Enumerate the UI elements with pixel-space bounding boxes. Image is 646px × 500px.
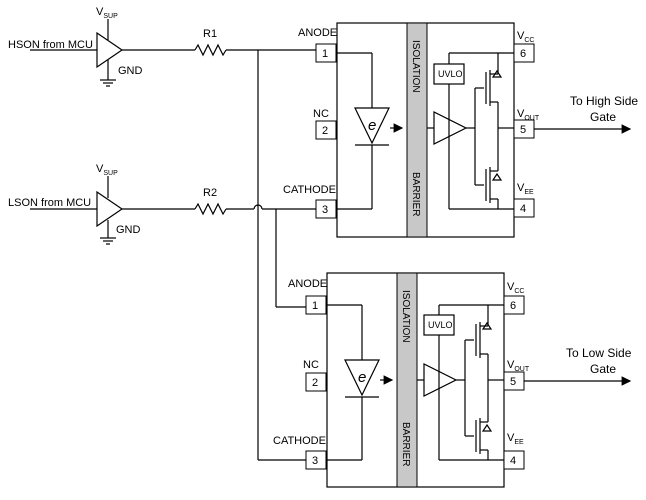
cathode-label-1: CATHODE [283,184,336,196]
vout-label-1: VOUT [517,108,540,122]
pin1-2: 1 [312,300,318,312]
vee-label-2: VEE [507,432,524,446]
pin3-1: 3 [322,204,328,216]
barrier-bottom-1: BARRIER [410,172,421,216]
lson-label: LSON from MCU [8,197,91,209]
gnd-label-2: GND [116,224,141,236]
pin5-1: 5 [520,124,526,136]
pin4-2: 4 [510,455,516,467]
hson-label: HSON from MCU [8,39,93,51]
pin5-2: 5 [510,376,516,388]
barrier-top-1: ISOLATION [410,40,421,93]
led-symbol-2: e [358,369,366,386]
led-symbol-1: e [368,117,376,134]
vcc-label-1: VCC [517,30,534,44]
gnd-label-1: GND [118,65,143,77]
pin6-1: 6 [520,48,526,60]
nc-label-1: NC [313,108,329,120]
uvlo-2: UVLO [428,320,453,330]
high-side-line1: To High Side [570,94,638,108]
low-side-line2: Gate [590,362,616,376]
anode-label-2: ANODE [288,278,327,290]
input-buffer-hson: VSUP HSON from MCU GND [8,6,143,87]
anode-label-1: ANODE [298,27,337,39]
r1-label: R1 [203,28,217,40]
high-side-line2: Gate [590,110,616,124]
vsup-label-1: VSUP [96,6,118,20]
pin6-2: 6 [510,300,516,312]
input-buffer-lson: VSUP LSON from MCU GND [8,163,141,245]
r2-label: R2 [203,187,217,199]
interconnect-wires [257,50,306,461]
vsup-label-2: VSUP [96,163,118,177]
vout-label-2: VOUT [507,359,530,373]
barrier-top-2: ISOLATION [400,290,411,343]
isolated-driver-high-side: ANODE NC CATHODE 1 2 3 e ISOLATION BARRI… [283,22,638,238]
pin2-2: 2 [312,377,318,389]
uvlo-1: UVLO [438,69,463,79]
vee-label-1: VEE [517,182,534,196]
pin4-1: 4 [520,203,526,215]
nc-label-2: NC [303,359,319,371]
barrier-bottom-2: BARRIER [400,422,411,466]
low-side-line1: To Low Side [566,346,632,360]
isolated-driver-low-side: ANODE NC CATHODE 1 2 3 e ISOLATION BARRI… [273,272,632,488]
pin1-1: 1 [322,48,328,60]
pin3-2: 3 [312,455,318,467]
vcc-label-2: VCC [507,281,524,295]
cathode-label-2: CATHODE [273,435,326,447]
resistor-r1: R1 [122,28,316,57]
pin2-1: 2 [322,125,328,137]
